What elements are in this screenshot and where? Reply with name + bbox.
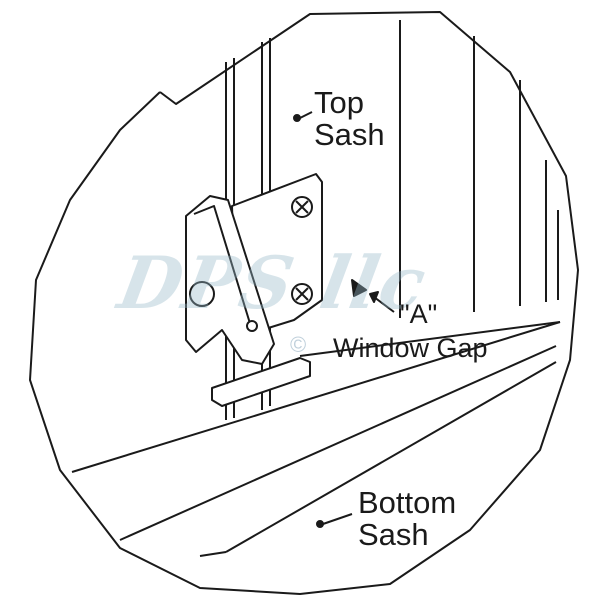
sash-edge (199, 551, 227, 557)
bottom-sash-label: Bottom Sash (358, 487, 456, 551)
sash-edge (225, 361, 557, 553)
gap-arrow-icon (369, 291, 379, 303)
top-sash-label: Top Sash (314, 87, 385, 151)
window-gap-label: Window Gap (333, 333, 488, 363)
latch-knob (189, 281, 215, 307)
top-sash-text: Top Sash (314, 85, 385, 152)
bottom-sash-text: Bottom Sash (358, 485, 457, 552)
sash-edge (299, 321, 561, 357)
latch-pivot (246, 320, 258, 332)
leader-dot (293, 114, 301, 122)
sash-edge (71, 321, 561, 473)
leader-dot (316, 520, 324, 528)
gap-letter-label: "A" (400, 299, 438, 329)
sash-edge (119, 345, 557, 541)
magnifier-outline (29, 11, 579, 595)
gap-arrow-icon (351, 279, 367, 297)
